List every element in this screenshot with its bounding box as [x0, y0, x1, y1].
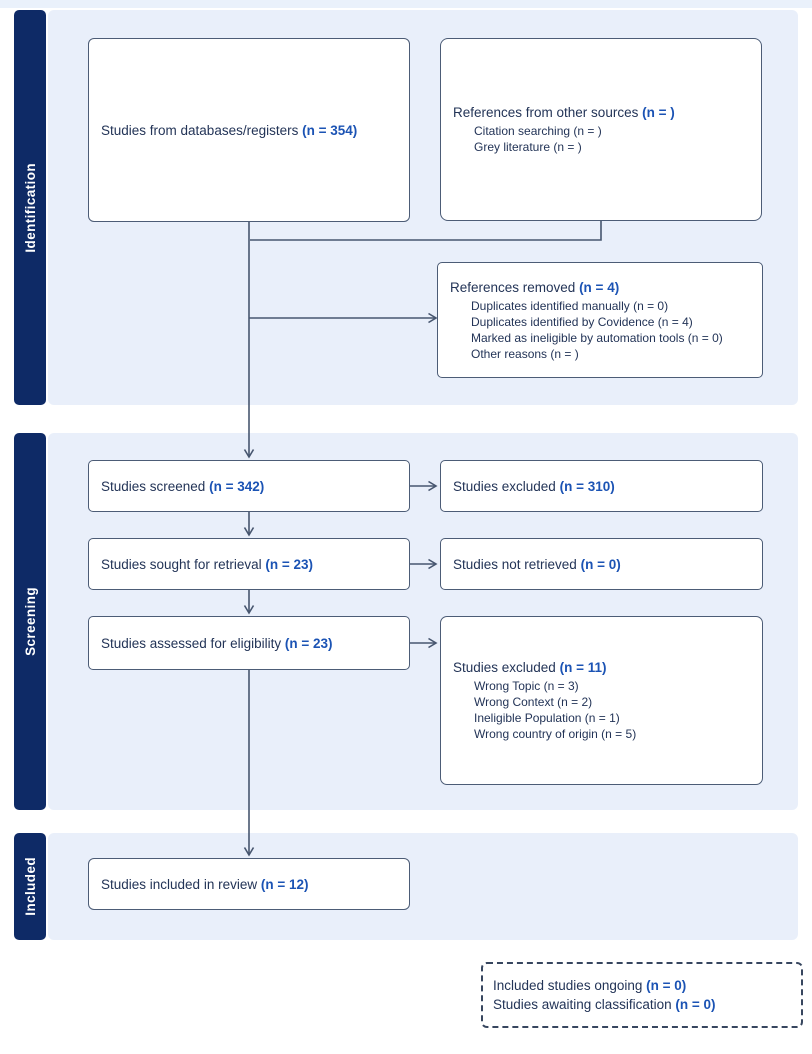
label-text: Studies sought for retrieval — [101, 556, 266, 572]
n-value: (n = 342) — [209, 478, 265, 494]
label-text: Studies assessed for eligibility — [101, 635, 285, 651]
screening-label: Screening — [22, 587, 38, 656]
label-text: Studies screened — [101, 478, 210, 494]
subitem: Wrong Context (n = 2) — [474, 695, 593, 709]
box-studies-included-review: Studies included in review (n = 12) — [88, 858, 410, 910]
box-text: References from other sources (n = ) — [453, 104, 751, 121]
subitem: Wrong Topic (n = 3) — [474, 679, 579, 693]
box-subitems: Wrong Topic (n = 3) Wrong Context (n = 2… — [474, 678, 752, 742]
box-text: Studies sought for retrieval (n = 23) — [101, 556, 399, 573]
subitem: Grey literature (n = ) — [474, 140, 582, 154]
n-value: (n = 354) — [302, 122, 358, 138]
box-text: Studies from databases/registers (n = 35… — [101, 122, 399, 139]
box-studies-assessed: Studies assessed for eligibility (n = 23… — [88, 616, 410, 670]
top-strip — [0, 0, 812, 8]
box-subitems: Citation searching (n = ) Grey literatur… — [474, 123, 751, 155]
box-text: Studies screened (n = 342) — [101, 478, 399, 495]
box-studies-excluded: Studies excluded (n = 310) — [440, 460, 763, 512]
n-value: (n = 4) — [579, 279, 620, 295]
subitem: Wrong country of origin (n = 5) — [474, 727, 637, 741]
label-text: Studies awaiting classification — [493, 997, 676, 1012]
subitem: Duplicates identified manually (n = 0) — [471, 298, 669, 313]
label-text: Studies excluded — [453, 660, 560, 675]
box-studies-sought: Studies sought for retrieval (n = 23) — [88, 538, 410, 590]
box-subitems: Duplicates identified manually (n = 0) D… — [471, 298, 752, 362]
label-text: References from other sources — [453, 105, 643, 120]
subitem: Marked as ineligible by automation tools… — [471, 330, 723, 345]
sidebar-included: Included — [14, 833, 46, 940]
box-studies-screened: Studies screened (n = 342) — [88, 460, 410, 512]
subitem: Duplicates identified by Covidence (n = … — [471, 314, 693, 329]
n-value: (n = 23) — [265, 556, 313, 572]
box-text: Studies not retrieved (n = 0) — [453, 556, 752, 573]
box-text: Studies excluded (n = 11) — [453, 659, 752, 676]
sidebar-screening: Screening — [14, 433, 46, 810]
identification-label: Identification — [22, 162, 38, 253]
n-value: (n = 12) — [260, 876, 309, 892]
box-studies-excluded-reasons: Studies excluded (n = 11) Wrong Topic (n… — [440, 616, 763, 785]
sidebar-identification: Identification — [14, 10, 46, 405]
label-text: References removed — [450, 279, 580, 295]
subitem: Other reasons (n = ) — [471, 346, 579, 361]
box-references-removed: References removed (n = 4) Duplicates id… — [437, 262, 763, 378]
label-text: Included studies ongoing — [493, 978, 647, 993]
n-value: (n = 0) — [646, 978, 687, 993]
n-value: (n = 23) — [284, 635, 333, 651]
ongoing-line: Included studies ongoing (n = 0) — [493, 976, 791, 995]
box-studies-from-databases: Studies from databases/registers (n = 35… — [88, 38, 410, 222]
awaiting-line: Studies awaiting classification (n = 0) — [493, 995, 791, 1014]
box-text: References removed (n = 4) — [450, 279, 752, 296]
subitem: Citation searching (n = ) — [474, 124, 602, 138]
label-text: Studies excluded — [453, 478, 560, 494]
n-value: (n = 310) — [559, 478, 615, 494]
n-value: (n = 11) — [559, 660, 607, 675]
box-text: Studies included in review (n = 12) — [101, 876, 399, 893]
subitem: Ineligible Population (n = 1) — [474, 711, 620, 725]
n-value: (n = 0) — [580, 556, 621, 572]
box-ongoing-awaiting: Included studies ongoing (n = 0) Studies… — [481, 962, 803, 1028]
box-text: Studies assessed for eligibility (n = 23… — [101, 635, 399, 652]
included-label: Included — [22, 857, 38, 916]
n-value: (n = ) — [642, 105, 675, 120]
box-text: Studies excluded (n = 310) — [453, 478, 752, 495]
label-text: Studies not retrieved — [453, 556, 581, 572]
label-text: Studies included in review — [101, 876, 261, 892]
n-value: (n = 0) — [675, 997, 716, 1012]
box-studies-not-retrieved: Studies not retrieved (n = 0) — [440, 538, 763, 590]
box-references-other-sources: References from other sources (n = ) Cit… — [440, 38, 762, 221]
label-text: Studies from databases/registers — [101, 122, 303, 138]
